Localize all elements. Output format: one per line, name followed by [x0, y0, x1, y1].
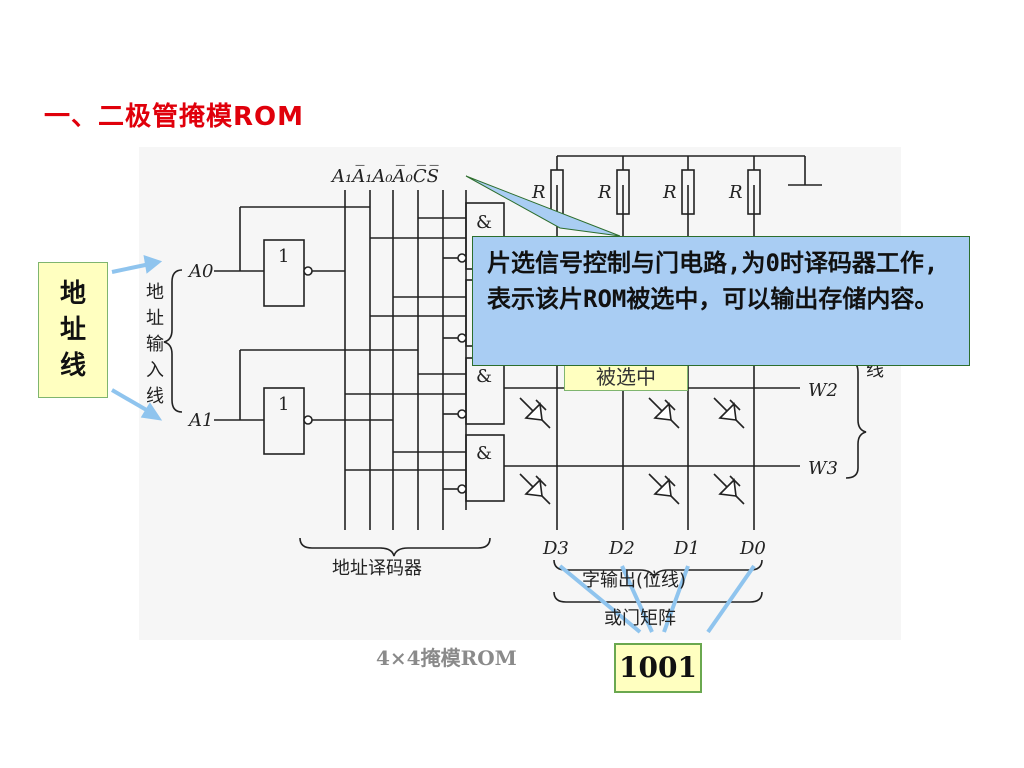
- svg-text:线: 线: [146, 386, 164, 407]
- and-gate-symbol: &: [476, 212, 492, 233]
- output-d3: D3: [542, 538, 569, 559]
- top-bus-labels: A₁A̅₁A₀A̅₀C̅S̅: [330, 165, 439, 187]
- svg-text:输: 输: [146, 334, 164, 355]
- output-d2: D2: [608, 538, 635, 559]
- and-gate-symbol: &: [476, 366, 492, 387]
- selected-label: 被选中: [564, 366, 688, 391]
- resistor-label: R: [531, 182, 546, 203]
- and-gate-symbol: &: [476, 443, 492, 464]
- diagram-background: [139, 147, 901, 640]
- chip-select-callout: 片选信号控制与门电路,为0时译码器工作,表示该片ROM被选中，可以输出存储内容。: [472, 236, 970, 366]
- matrix-label: 或门矩阵: [604, 608, 676, 629]
- output-result-box: 1001: [614, 643, 702, 693]
- decoder-label: 地址译码器: [332, 558, 422, 579]
- resistor-label: R: [728, 182, 743, 203]
- word-line-w2: W2: [808, 380, 838, 401]
- slide-title: 一、二极管掩模ROM: [44, 102, 304, 132]
- output-label: 字输出(位线): [582, 570, 686, 591]
- svg-text:地: 地: [146, 282, 164, 303]
- word-line-w3: W3: [808, 458, 838, 479]
- output-d1: D1: [673, 538, 700, 559]
- output-d0: D0: [739, 538, 766, 559]
- resistor-label: R: [662, 182, 677, 203]
- svg-text:入: 入: [146, 360, 164, 381]
- input-a1-label: A1: [187, 410, 213, 431]
- address-line-box: 地 址 线: [38, 262, 108, 398]
- address-label-vertical: 地 址 输 入 线: [146, 282, 164, 407]
- inverter-a0-symbol: 1: [278, 246, 289, 267]
- input-a0-label: A0: [187, 261, 213, 282]
- address-line-char: 地: [59, 279, 86, 309]
- resistor-label: R: [597, 182, 612, 203]
- figure-caption: 4×4掩模ROM: [376, 646, 517, 670]
- svg-text:址: 址: [146, 308, 164, 329]
- address-line-char: 址: [59, 315, 86, 345]
- address-line-char: 线: [59, 351, 86, 381]
- inverter-a1-symbol: 1: [278, 394, 289, 415]
